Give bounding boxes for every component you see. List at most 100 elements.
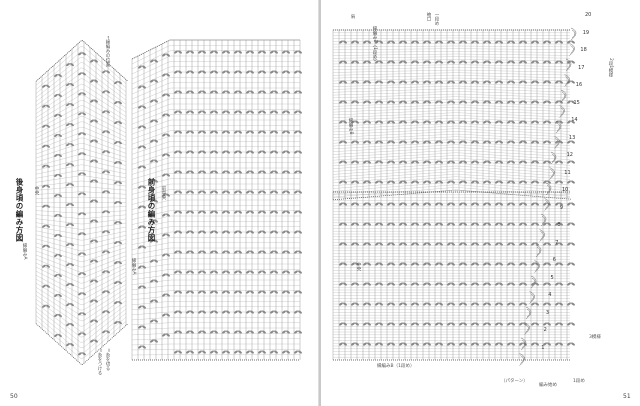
leaf-motif <box>415 60 419 64</box>
leaf-motif <box>567 282 571 286</box>
leaf-motif <box>463 282 467 286</box>
leaf-motif <box>114 221 118 225</box>
leaf-motif <box>547 242 551 246</box>
leaf-motif <box>391 302 395 306</box>
leaf-motif <box>238 90 242 94</box>
leaf-motif <box>427 60 431 64</box>
leaf-motif <box>531 302 535 306</box>
leaf-motif <box>519 140 523 144</box>
leaf-motif <box>178 210 182 214</box>
leaf-motif <box>559 282 563 286</box>
leaf-motif <box>270 290 274 294</box>
leaf-motif <box>42 244 46 248</box>
leaf-motif <box>471 282 475 286</box>
leaf-motif <box>270 210 274 214</box>
leaf-motif <box>567 180 571 184</box>
leaf-motif <box>214 330 218 334</box>
leaf-motif <box>399 100 403 104</box>
leaf-motif <box>58 173 62 177</box>
leaf-motif <box>475 322 479 326</box>
leaf-motif <box>114 141 118 145</box>
leaf-motif <box>387 262 391 266</box>
leaf-motif <box>262 150 266 154</box>
leaf-motif <box>54 253 58 257</box>
leaf-motif <box>162 73 166 77</box>
back-front-body-chart <box>35 39 302 366</box>
leaf-motif <box>555 302 559 306</box>
leaf-motif <box>483 60 487 64</box>
leaf-motif <box>286 330 290 334</box>
leaf-motif <box>447 160 451 164</box>
leaf-motif <box>42 84 46 88</box>
leaf-motif <box>399 222 403 226</box>
leaf-motif <box>294 170 298 174</box>
leaf-motif <box>154 99 158 103</box>
leaf-motif <box>411 202 415 206</box>
leaf-motif <box>447 222 451 226</box>
cut-note: ＝糸を切る <box>105 348 110 371</box>
leaf-motif <box>367 140 371 144</box>
leaf-motif <box>198 150 202 154</box>
leaf-motif <box>391 60 395 64</box>
leaf-motif <box>511 180 515 184</box>
scallop-arc-inner <box>556 122 561 132</box>
leaf-motif <box>262 70 266 74</box>
row-number: 11 <box>564 169 571 176</box>
leaf-motif <box>90 219 94 223</box>
leaf-motif <box>483 180 487 184</box>
leaf-motif <box>367 222 371 226</box>
leaf-motif <box>511 282 515 286</box>
leaf-motif <box>511 100 515 104</box>
leaf-motif <box>339 262 343 266</box>
leaf-motif <box>379 160 383 164</box>
leaf-motif <box>174 290 178 294</box>
mesh-row <box>332 157 571 167</box>
leaf-motif <box>559 302 563 306</box>
leaf-motif <box>58 73 62 77</box>
leaf-motif <box>459 322 463 326</box>
mesh-row <box>35 51 127 90</box>
leaf-motif <box>82 312 86 316</box>
leaf-motif <box>483 262 487 266</box>
front-center-note: 前中央 <box>161 186 166 200</box>
leaf-motif <box>94 139 98 143</box>
leaf-motif <box>535 160 539 164</box>
leaf-motif <box>415 342 419 346</box>
leaf-motif <box>567 160 571 164</box>
leaf-motif <box>90 79 94 83</box>
leaf-motif <box>555 140 559 144</box>
leaf-motif <box>78 352 82 356</box>
leaf-motif <box>483 100 487 104</box>
leaf-motif <box>339 322 343 326</box>
leaf-motif <box>435 282 439 286</box>
mesh-row <box>35 191 127 195</box>
leaf-motif <box>567 242 571 246</box>
leaf-motif <box>70 183 74 187</box>
leaf-motif <box>94 319 98 323</box>
leaf-motif <box>391 180 395 184</box>
leaf-motif <box>351 222 355 226</box>
leaf-motif <box>451 282 455 286</box>
leaf-motif <box>351 100 355 104</box>
leaf-motif <box>343 60 347 64</box>
leaf-motif <box>387 80 391 84</box>
leaf-motif <box>483 242 487 246</box>
leaf-motif <box>399 262 403 266</box>
leaf-motif <box>190 170 194 174</box>
mesh-row <box>131 322 300 326</box>
leaf-motif <box>463 302 467 306</box>
leaf-motif <box>543 202 547 206</box>
mesh-row <box>333 59 570 62</box>
leaf-motif <box>274 350 278 354</box>
leaf-motif <box>391 100 395 104</box>
leaf-motif <box>487 222 491 226</box>
scallop-arc-inner <box>526 308 531 318</box>
leaf-motif <box>507 100 511 104</box>
leaf-motif <box>355 100 359 104</box>
mesh-row <box>332 123 571 130</box>
leaf-motif <box>343 282 347 286</box>
mesh-row <box>131 210 300 220</box>
leaf-motif <box>471 302 475 306</box>
leaf-motif <box>142 205 146 209</box>
leaf-motif <box>214 270 218 274</box>
